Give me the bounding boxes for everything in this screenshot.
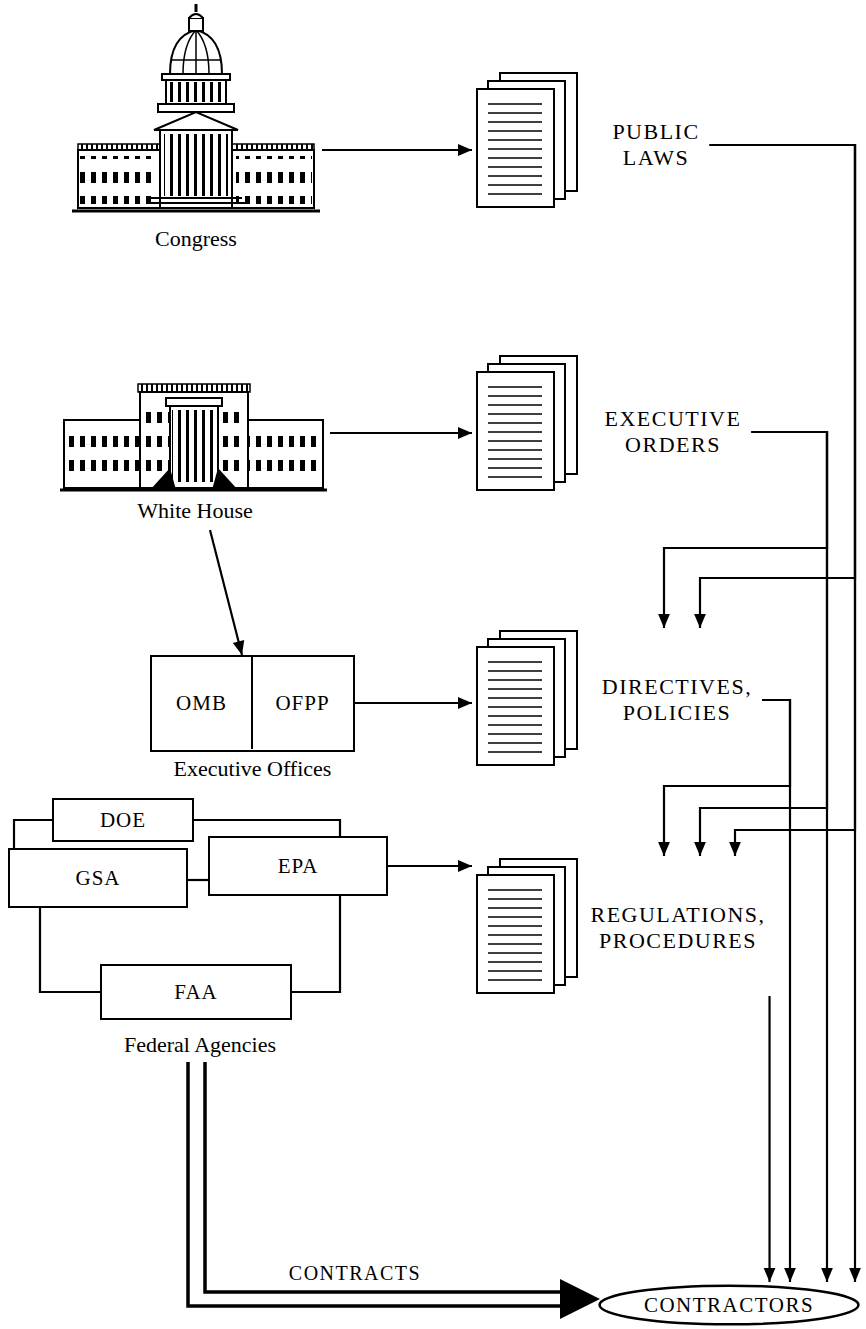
node-label: Congress [70, 226, 322, 251]
capitol-illustration [72, 4, 320, 211]
flow-arrow [694, 432, 827, 856]
agency-group: Federal Agencies DOE GSA EPA FAA [8, 796, 392, 1062]
flow-arrow [764, 996, 776, 1282]
flow-arrow [710, 145, 861, 1282]
agency-box: FAA [100, 964, 292, 1020]
node-label: FAA [174, 982, 217, 1003]
node-label: CONTRACTORS [644, 1295, 814, 1316]
node-label: PUBLIC LAWS [612, 119, 699, 172]
agency-box: DOE [52, 798, 194, 842]
source-illustration: White House [60, 355, 330, 530]
link-line [188, 880, 208, 881]
flow-arrow [694, 145, 855, 628]
flow-arrow [658, 432, 827, 628]
flow-arrow [330, 427, 472, 439]
office-box: Executive OfficesOMBOFPP [150, 655, 355, 752]
node-label: DOE [100, 810, 146, 831]
node-label: Federal Agencies [8, 1032, 392, 1057]
document-stack: REGULATIONS, PROCEDURES [472, 856, 776, 996]
flow-arrow [210, 530, 244, 655]
flow-arrow [388, 860, 472, 872]
flow-arrow [762, 700, 796, 1282]
agency-box: GSA [8, 848, 188, 908]
edge-label: CONTRACTS [286, 1262, 424, 1284]
flow-arrow [710, 145, 855, 856]
agency-box: EPA [208, 836, 388, 896]
contractor-ellipse: CONTRACTORS [598, 1284, 860, 1326]
flow-arrow [751, 432, 832, 1282]
document-stack-icon [477, 73, 577, 207]
link-line [40, 908, 100, 992]
node-label: REGULATIONS, PROCEDURES [590, 902, 765, 955]
node-label: Executive Offices [112, 756, 393, 781]
node-label: EPA [278, 856, 319, 877]
node-label: OFPP [275, 693, 329, 714]
document-stack: PUBLIC LAWS [472, 70, 710, 210]
document-stack: DIRECTIVES, POLICIES [472, 628, 762, 768]
office-cell: OMB [152, 657, 251, 749]
link-line [194, 820, 340, 836]
flow-arrow [322, 144, 472, 156]
document-stack-icon [477, 356, 577, 490]
office-cell: OFPP [251, 657, 352, 749]
white-house-illustration [60, 384, 327, 490]
document-stack-icon [477, 859, 577, 993]
document-stack-icon [477, 631, 577, 765]
node-label: EXECUTIVE ORDERS [605, 406, 742, 459]
document-stack: EXECUTIVE ORDERS [472, 353, 751, 493]
node-label: OMB [176, 693, 227, 714]
source-illustration: Congress [70, 8, 322, 258]
node-label: GSA [75, 868, 120, 889]
flow-arrow [355, 697, 472, 709]
node-label: White House [60, 498, 330, 523]
link-line [292, 896, 340, 992]
node-label: DIRECTIVES, POLICIES [602, 674, 752, 727]
link-line [14, 820, 52, 848]
flow-arrow [188, 1062, 600, 1319]
